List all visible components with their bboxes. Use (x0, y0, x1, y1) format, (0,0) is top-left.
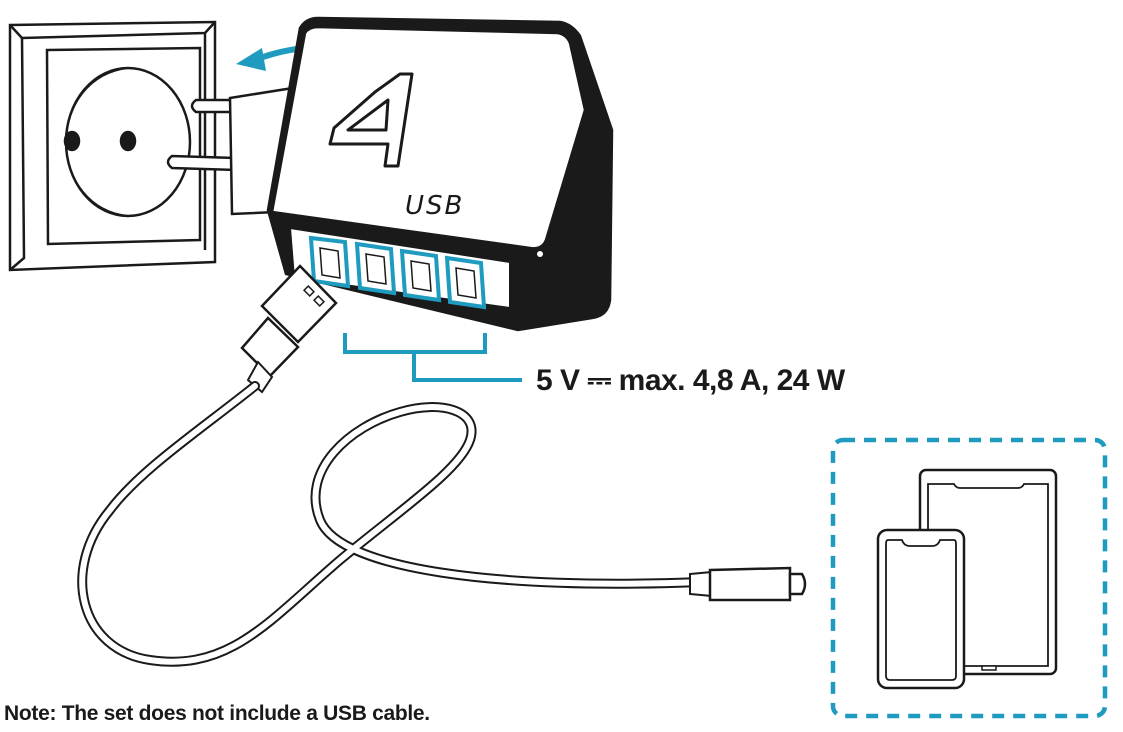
usb-charger-icon: USB (166, 16, 614, 332)
note-label: Note: The set does not include a USB cab… (4, 702, 430, 725)
spec-label: 5 V ⎓ max. 4,8 A, 24 W (536, 364, 845, 397)
smartphone-icon (876, 528, 966, 690)
usb-port-inner (319, 247, 477, 299)
devices-box (830, 437, 1108, 719)
usb-cable-icon (77, 264, 807, 667)
wall-socket-icon (8, 20, 217, 272)
usb-label: USB (405, 191, 464, 221)
spec-bracket (343, 333, 522, 382)
